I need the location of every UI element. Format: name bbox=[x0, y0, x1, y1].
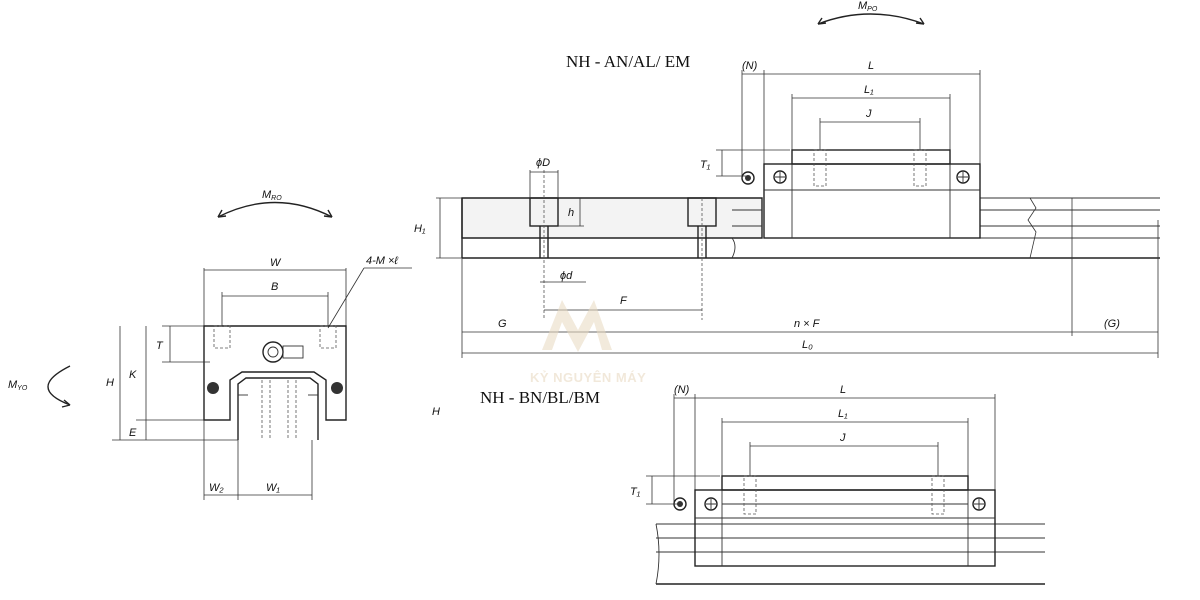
bolt-hole-top-2 bbox=[913, 149, 927, 187]
roll-moment-arc bbox=[217, 201, 333, 218]
label-L-bottom: L bbox=[840, 384, 846, 396]
label-W2: W₂ bbox=[209, 482, 224, 494]
label-T: T bbox=[156, 340, 164, 352]
watermark: KỶ NGUYÊN MÁY bbox=[530, 300, 646, 385]
label-Gp: (G) bbox=[1104, 318, 1120, 330]
label-T1-top: T₁ bbox=[700, 159, 711, 171]
ball-right bbox=[331, 382, 343, 394]
yaw-moment-label: MYO bbox=[8, 379, 28, 392]
label-phiD: ϕD bbox=[536, 157, 550, 169]
grease-nipple-bottom bbox=[673, 497, 687, 511]
label-F: F bbox=[620, 295, 628, 307]
stray-label-H: H bbox=[432, 406, 440, 418]
watermark-text: KỶ NGUYÊN MÁY bbox=[530, 370, 646, 385]
end-screw-bottom-right bbox=[972, 497, 986, 511]
front-view: MRO W B 4-M ×ℓ T bbox=[8, 189, 412, 500]
roll-moment-arrowhead-left bbox=[217, 209, 227, 218]
label-B: B bbox=[271, 281, 278, 293]
pitch-moment-label: MPO bbox=[858, 0, 878, 13]
block-outline bbox=[203, 325, 347, 421]
ball-left bbox=[207, 382, 219, 394]
label-K: K bbox=[129, 369, 137, 381]
end-screw-bottom-left bbox=[704, 497, 718, 511]
series-label-top: NH - AN/AL/ EM bbox=[566, 52, 690, 71]
rail-side-view: ϕD h ϕd H₁ F G n × F (G) L₀ bbox=[414, 157, 1160, 358]
label-W1: W₁ bbox=[266, 482, 280, 494]
label-N-top: (N) bbox=[742, 60, 758, 72]
label-G: G bbox=[498, 318, 507, 330]
label-N-bottom: (N) bbox=[674, 384, 690, 396]
label-E: E bbox=[129, 427, 137, 439]
block-view-bottom: NH - BN/BL/BM H (N) L L₁ J T₁ bbox=[432, 384, 1045, 585]
label-tap: 4-M ×ℓ bbox=[366, 255, 398, 267]
label-L-top: L bbox=[868, 60, 874, 72]
label-J-top: J bbox=[865, 108, 872, 120]
label-L0: L₀ bbox=[802, 339, 813, 351]
end-screw-top-left bbox=[773, 170, 787, 184]
bolt-hole-top-1 bbox=[813, 149, 827, 187]
rail-break-mark bbox=[1027, 197, 1037, 259]
label-h: h bbox=[568, 207, 574, 219]
series-label-bottom: NH - BN/BL/BM bbox=[480, 388, 600, 407]
label-phid: ϕd bbox=[560, 270, 573, 282]
bolt-hole-bottom-2 bbox=[931, 475, 945, 515]
label-H: H bbox=[106, 377, 114, 389]
end-screw-top-right bbox=[956, 170, 970, 184]
grease-nipple-top bbox=[741, 171, 755, 185]
bolt-hole-bottom-1 bbox=[743, 475, 757, 515]
label-L1-top: L₁ bbox=[864, 84, 874, 96]
label-H1: H₁ bbox=[414, 223, 426, 235]
block-view-top: NH - AN/AL/ EM MPO (N) L L₁ J T₁ bbox=[566, 0, 981, 239]
watermark-logo bbox=[542, 300, 612, 352]
grease-nipple bbox=[262, 341, 284, 363]
roll-moment-label: MRO bbox=[262, 189, 282, 202]
label-T1-bottom: T₁ bbox=[630, 486, 641, 498]
label-nF: n × F bbox=[794, 318, 821, 330]
rail-outline bbox=[237, 377, 319, 440]
label-L1-bottom: L₁ bbox=[838, 408, 848, 420]
block-body-bottom bbox=[694, 489, 996, 567]
tapped-hole-right bbox=[319, 325, 337, 349]
roll-moment-arrowhead-right bbox=[323, 209, 333, 218]
tapped-hole-left bbox=[213, 325, 231, 349]
label-J-bottom: J bbox=[839, 432, 846, 444]
pitch-moment-arc bbox=[817, 13, 925, 25]
label-W: W bbox=[270, 257, 282, 269]
tap-leader bbox=[327, 267, 365, 329]
yaw-moment-arc bbox=[47, 365, 71, 406]
rail-body bbox=[461, 197, 763, 239]
block-body-top bbox=[763, 163, 981, 239]
